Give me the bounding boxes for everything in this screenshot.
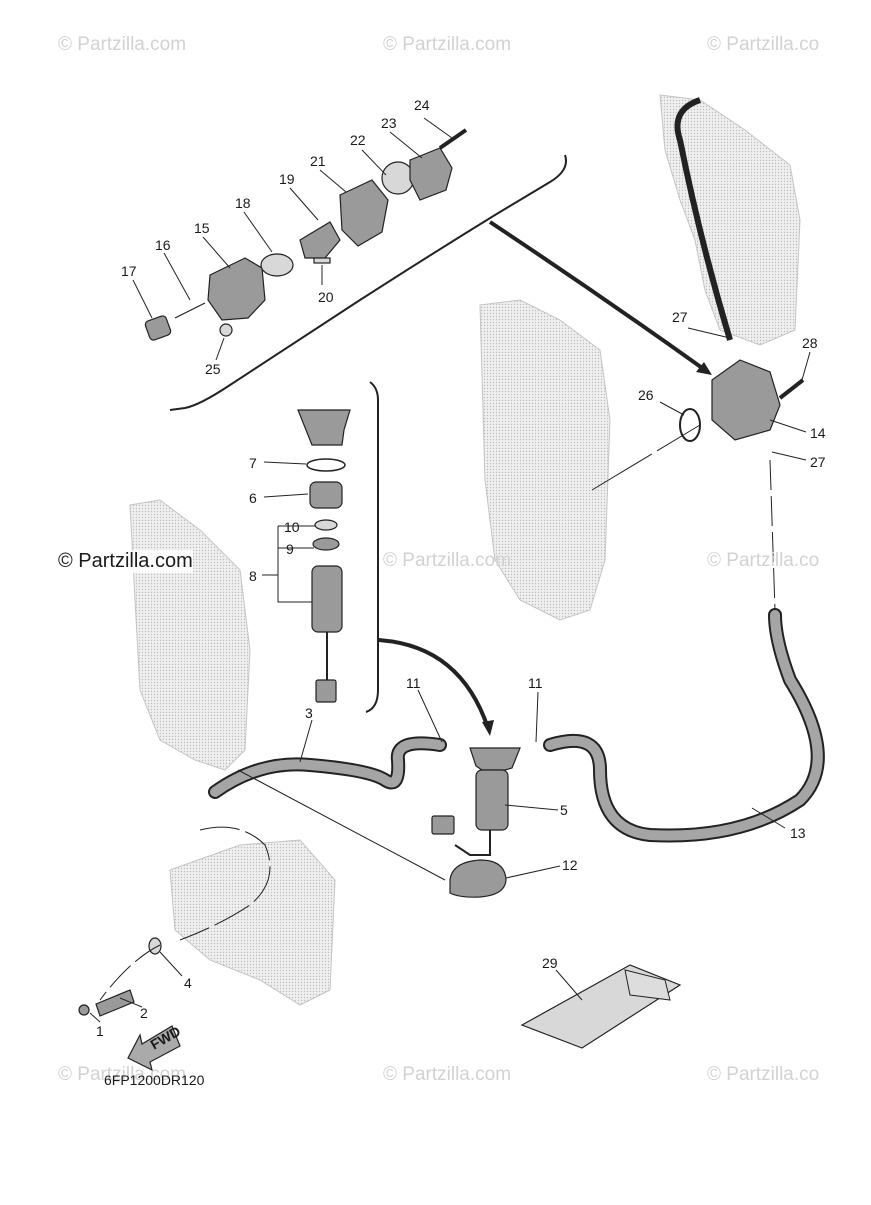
- engine-block-ghost-center: [479, 299, 611, 621]
- callout-17: 17: [121, 263, 137, 279]
- pump-arrow-head: [696, 362, 712, 375]
- part-4-washer: [148, 937, 162, 955]
- part-7-o-ring: [306, 458, 346, 472]
- watermark-bottom-left: © Partzilla.com: [58, 1064, 187, 1085]
- part-9-ring: [312, 537, 340, 551]
- part-28-bolt: [778, 378, 805, 400]
- part-10-float: [314, 519, 338, 531]
- callout-11-left: 11: [406, 675, 421, 691]
- part-18-spring: [260, 253, 294, 277]
- watermark-mid-center: © Partzilla.com: [383, 550, 512, 571]
- callout-14: 14: [810, 425, 826, 441]
- diagram-code: 6FP1200DR120: [104, 1072, 205, 1088]
- callout-9: 9: [286, 541, 294, 557]
- callout-10: 10: [284, 519, 300, 535]
- pump-detail-frame: [169, 154, 567, 411]
- part-21-cover: [339, 179, 389, 247]
- callout-3: 3: [305, 705, 313, 721]
- part-25-nut: [219, 323, 233, 337]
- filter-exploded-parts: [297, 409, 351, 703]
- callout-5: 5: [560, 802, 568, 818]
- callout-22: 22: [350, 132, 366, 148]
- callout-26: 26: [638, 387, 654, 403]
- callout-13: 13: [790, 825, 806, 841]
- engine-block-ghost-left: [129, 499, 251, 771]
- filter-to-hose-arrow: [377, 638, 490, 729]
- part-23-cap: [409, 147, 453, 201]
- callout-18: 18: [235, 195, 251, 211]
- callout-27-lower: 27: [810, 454, 826, 470]
- part-6-element: [309, 481, 343, 509]
- filter-detail-frame: [365, 381, 379, 713]
- engine-block-ghost-upper-right: [659, 94, 801, 346]
- watermark-mid-right: © Partzilla.co: [707, 550, 820, 571]
- part-17-collar: [144, 315, 172, 341]
- part-8-cup: [311, 565, 343, 633]
- callout-23: 23: [381, 115, 397, 131]
- watermark-mid-left: © Partzilla.com: [58, 550, 193, 573]
- callout-16: 16: [155, 237, 171, 253]
- part-15-pump-body: [207, 257, 266, 321]
- lower-fittings: [78, 826, 271, 1017]
- part-22-gasket: [381, 161, 415, 195]
- leader-lines: [89, 117, 811, 1023]
- part-24-bolt: [438, 128, 468, 150]
- callout-25: 25: [205, 361, 221, 377]
- callout-11-right: 11: [528, 675, 543, 691]
- watermark-top-left: © Partzilla.com: [58, 34, 187, 55]
- filter-head: [297, 409, 351, 446]
- callout-15: 15: [194, 220, 210, 236]
- fwd-arrow: FWD: [127, 1023, 183, 1072]
- part-12-bracket: [449, 859, 507, 898]
- watermark-bottom-center: © Partzilla.com: [383, 1064, 512, 1085]
- callout-12: 12: [562, 857, 578, 873]
- callout-29: 29: [542, 955, 558, 971]
- callout-8: 8: [249, 568, 257, 584]
- part-26-o-ring: [679, 408, 701, 442]
- callout-2: 2: [140, 1005, 148, 1021]
- lower-pipe-dashline: [179, 826, 271, 941]
- engine-feed-line: [591, 424, 701, 491]
- sensor-connector: [315, 679, 337, 703]
- callout-27-upper: 27: [672, 309, 688, 325]
- callout-24: 24: [414, 97, 430, 113]
- pump-exploded-parts: [144, 128, 468, 341]
- part-2-fitting: [95, 989, 135, 1017]
- callout-28: 28: [802, 335, 818, 351]
- part-19-diaphragm: [299, 221, 341, 259]
- callout-21: 21: [310, 153, 326, 169]
- callout-6: 6: [249, 490, 257, 506]
- part-20-pin: [313, 257, 331, 264]
- engine-block-ghost-lower: [169, 839, 336, 1006]
- callout-4: 4: [184, 975, 192, 991]
- watermark-top-center: © Partzilla.com: [383, 34, 512, 55]
- callout-19: 19: [279, 171, 295, 187]
- callout-7: 7: [249, 455, 257, 471]
- callout-1: 1: [96, 1023, 104, 1039]
- callout-20: 20: [318, 289, 334, 305]
- pump-to-engine-arrow: [488, 220, 707, 372]
- pump-inlet-dashline: [769, 459, 776, 611]
- watermark-top-right: © Partzilla.co: [707, 34, 820, 55]
- pump-upper-hose: [674, 97, 733, 341]
- part-1-plug: [78, 1004, 90, 1016]
- part-16-spring: [174, 302, 206, 319]
- watermark-bottom-right: © Partzilla.co: [707, 1064, 820, 1085]
- callout-numbers: 24 23 22 21 19 18 15 16 17 20 25 7 6 10 …: [96, 97, 826, 1039]
- filter-arrow-head: [482, 720, 494, 736]
- part-5-filter-assembly: [431, 747, 521, 856]
- part-14-pump-assembly: [711, 359, 781, 441]
